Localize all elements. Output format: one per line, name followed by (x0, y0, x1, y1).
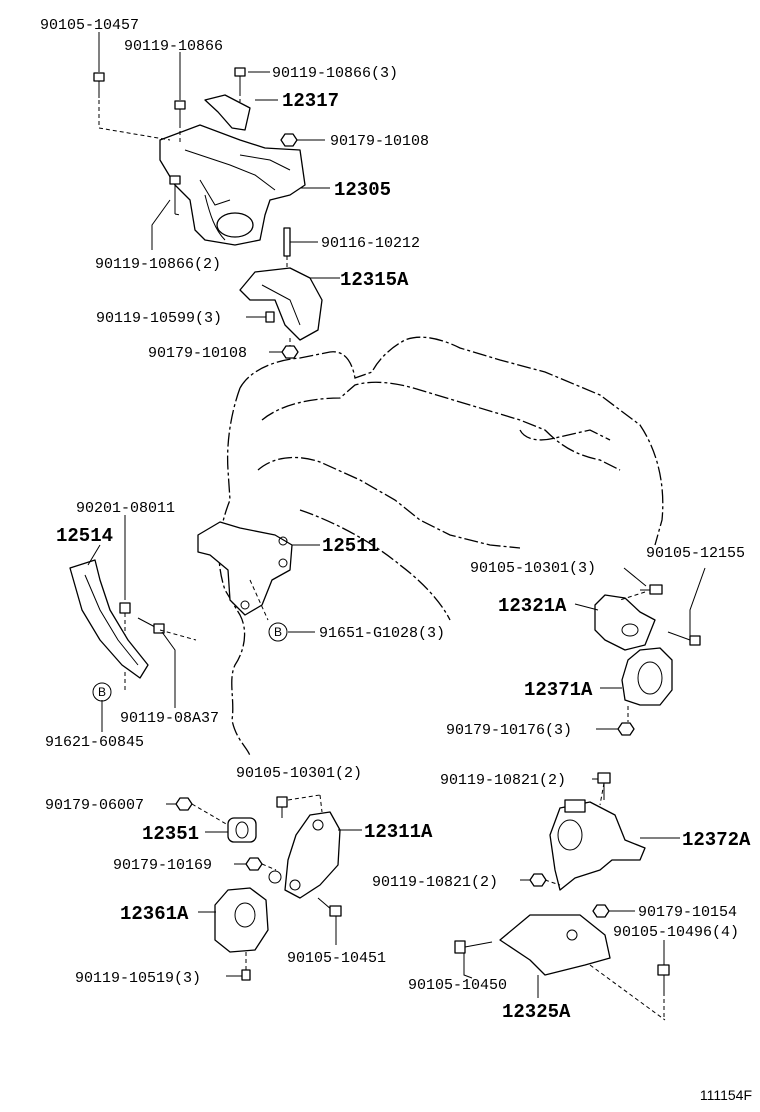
bolt-icon (234, 67, 246, 92)
label-12325A: 12325A (502, 1001, 571, 1023)
label-12361A: 12361A (120, 903, 189, 925)
bolt-icon (258, 311, 275, 323)
nut-icon (280, 133, 298, 147)
label-12315A: 12315A (340, 269, 409, 291)
bracket-12317 (204, 94, 251, 131)
label-90179-10108-a: 90179-10108 (330, 133, 429, 150)
label-90119-10599-3: 90119-10599(3) (96, 310, 222, 327)
label-90179-06007: 90179-06007 (45, 797, 144, 814)
bracket-12514 (69, 559, 149, 679)
bushing-12351 (227, 817, 257, 843)
bracket-12315A (239, 267, 323, 341)
nut-icon (592, 904, 610, 918)
label-12511: 12511 (322, 535, 379, 557)
nut-icon (617, 722, 635, 736)
engine-outline (218, 336, 664, 757)
bolt-icon (317, 897, 342, 917)
label-12317: 12317 (282, 90, 339, 112)
bolt-icon (241, 969, 251, 981)
bracket-12325A (499, 914, 611, 976)
bolt-icon (276, 796, 288, 818)
insulator-12372A (549, 799, 646, 891)
label-90105-10496-4: 90105-10496(4) (613, 924, 739, 941)
label-90105-12155: 90105-12155 (646, 545, 745, 562)
bracket-12311A (268, 811, 341, 899)
insulator-12361A (214, 887, 269, 953)
insulator-12371A (621, 647, 673, 706)
bolt-icon (657, 964, 670, 992)
figure-id: 111154F (700, 1087, 752, 1103)
svg-text:B: B (98, 685, 106, 699)
reference-marker-b: B (268, 622, 288, 642)
engine-mount-bracket-upper (159, 124, 306, 246)
label-91621-60845: 91621-60845 (45, 734, 144, 751)
label-90105-10457: 90105-10457 (40, 17, 139, 34)
leader-lines (87, 32, 706, 998)
label-12305: 12305 (334, 179, 391, 201)
reference-dashed-lines (98, 92, 666, 1021)
label-90179-10108-b: 90179-10108 (148, 345, 247, 362)
label-90119-08A37: 90119-08A37 (120, 710, 219, 727)
label-90119-10866: 90119-10866 (124, 38, 223, 55)
bolt-icon (667, 631, 701, 646)
label-90179-10176-3: 90179-10176(3) (446, 722, 572, 739)
label-90105-10301-3: 90105-10301(3) (470, 560, 596, 577)
label-12321A: 12321A (498, 595, 567, 617)
bolt-icon (174, 100, 186, 124)
stud-icon (283, 227, 291, 257)
svg-text:B: B (274, 625, 282, 639)
label-91651-G1028-3: 91651-G1028(3) (319, 625, 445, 642)
nut-icon (245, 857, 263, 871)
bolt-icon (137, 617, 165, 634)
washer-icon (119, 602, 131, 614)
label-12372A: 12372A (682, 829, 751, 851)
label-90119-10821-2b: 90119-10821(2) (372, 874, 498, 891)
bracket-12511 (197, 521, 293, 616)
label-90116-10212: 90116-10212 (321, 235, 420, 252)
bracket-12321A (594, 594, 656, 651)
part-labels: 90105-10457 90119-10866 90119-10866(3) 1… (40, 17, 752, 1103)
bolt-icon (169, 175, 181, 214)
reference-marker-b: B (92, 682, 112, 702)
label-12351: 12351 (142, 823, 199, 845)
bolt-icon (597, 772, 611, 800)
label-90179-10154: 90179-10154 (638, 904, 737, 921)
label-12514: 12514 (56, 525, 113, 547)
label-90119-10866-3: 90119-10866(3) (272, 65, 398, 82)
label-90105-10450: 90105-10450 (408, 977, 507, 994)
label-90105-10451: 90105-10451 (287, 950, 386, 967)
nut-icon (529, 873, 547, 887)
label-90179-10169: 90179-10169 (113, 857, 212, 874)
nut-icon (281, 345, 299, 359)
nut-icon (175, 797, 193, 811)
label-90119-10519-3: 90119-10519(3) (75, 970, 201, 987)
label-12371A: 12371A (524, 679, 593, 701)
label-90201-08011: 90201-08011 (76, 500, 175, 517)
bolt-icon (454, 940, 493, 954)
label-90105-10301-2: 90105-10301(2) (236, 765, 362, 782)
label-90119-10866-2: 90119-10866(2) (95, 256, 221, 273)
label-12311A: 12311A (364, 821, 433, 843)
bolt-icon (640, 584, 663, 595)
bolt-icon (93, 72, 105, 98)
label-90119-10821-2a: 90119-10821(2) (440, 772, 566, 789)
